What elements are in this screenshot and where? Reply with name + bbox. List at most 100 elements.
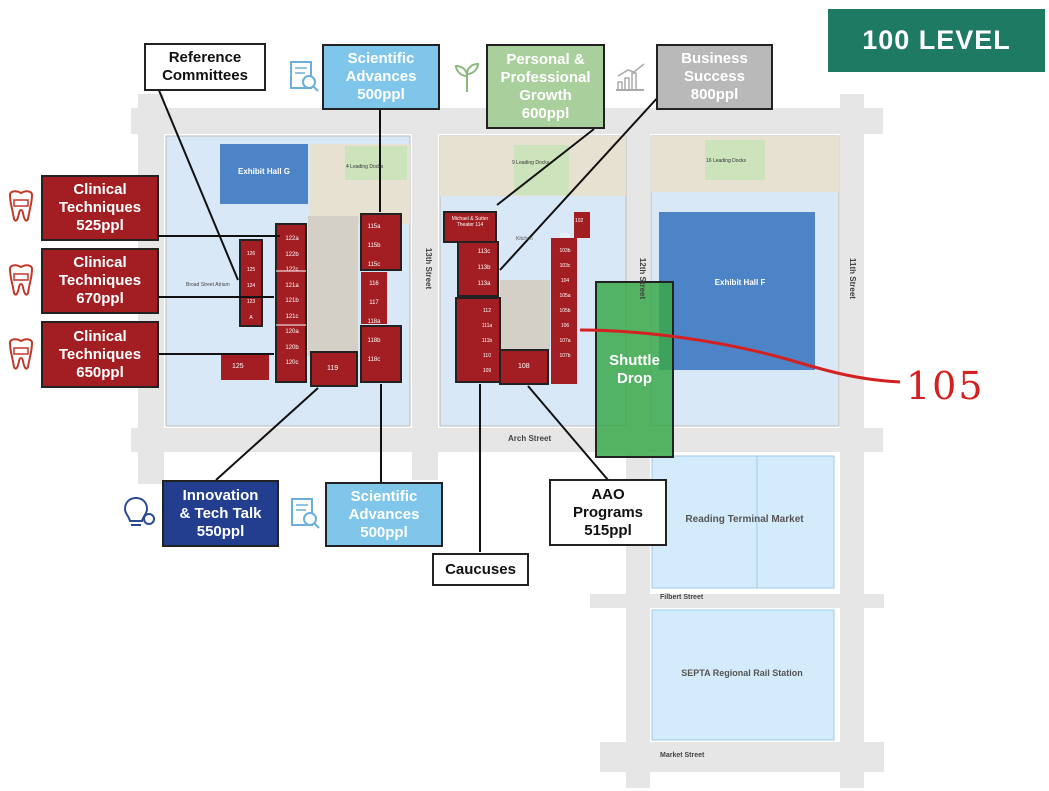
room-122a: 122a [285,236,299,242]
callout-line: AAO [591,485,625,503]
rooms-113: 113c 113b 113a [474,244,494,292]
filbert-street-label: Filbert Street [660,594,704,601]
callout-line: 670ppl [76,290,124,307]
room-122c: 122c [285,267,299,273]
callout-line: 800ppl [690,86,739,103]
room-118c: 118c [367,357,381,363]
callout-line: 500ppl [357,86,405,103]
room-111a: 111a [481,323,493,329]
room-103a: 103a [559,233,571,239]
clinical-techniques-650-callout[interactable]: Clinical Techniques 650ppl [41,321,159,388]
callout-line: Techniques [58,199,142,216]
kitchen-label: Kitchen [516,236,533,242]
room-105b: 105b [559,308,571,314]
room-111b: 111b [481,338,493,344]
room-115b: 115b [367,243,381,249]
street-11-label: 11th Street [847,258,857,299]
callout-line: Success [684,68,745,85]
room-124: 124 [246,283,256,289]
personal-growth-callout[interactable]: Personal & Professional Growth 600ppl [486,44,605,129]
scientific-advances-bottom-callout[interactable]: Scientific Advances 500ppl [325,482,443,547]
callout-line: Growth [519,86,572,104]
leading-docks-16-label: 16 Leading Docks [706,158,747,164]
callout-line: Business [681,50,748,67]
shuttle-drop-label: Shuttle Drop [596,340,673,400]
rooms-123-126: 126 125 124 123 A [244,246,258,326]
room-105a: 105a [559,293,571,299]
room-103b: 103b [559,248,571,254]
callout-line: Advances [345,68,417,85]
theater-label: Michael & Sutter Theater 114 [451,216,489,228]
tooth-braces-icon [8,190,34,222]
room-116: 116 [369,281,379,287]
room-102: 102 [575,214,583,229]
room-112: 112 [483,308,491,314]
leading-docks-9-label: 9 Leading Docks [512,160,550,166]
tooth-braces-icon [8,338,34,370]
reading-terminal-label: Reading Terminal Market [685,514,804,525]
room-105-annotation: 105 [906,364,985,408]
callout-line: Clinical [73,254,127,271]
callout-line: Drop [617,370,652,387]
street-12-label: 12th Street [638,257,648,300]
rooms-102-107: 102 103a 103b 103c 104 105a 105b 106 107… [553,214,583,364]
level-banner: 100 LEVEL [828,9,1045,72]
room-115c: 115c [367,262,381,268]
caucuses-callout[interactable]: Caucuses [432,553,529,586]
callout-line: Techniques [58,272,142,289]
callout-line: Shuttle [609,352,660,369]
broad-street-atrium-label: Broad Street Atrium [186,282,230,288]
callout-line: Programs [572,503,644,521]
callout-line: Committees [162,67,248,84]
room-106: 106 [560,323,570,329]
room-113a: 113a [477,281,491,287]
clinical-techniques-525-callout[interactable]: Clinical Techniques 525ppl [41,175,159,241]
room-115a: 115a [367,224,381,230]
aao-programs-callout[interactable]: AAO Programs 515ppl [549,479,667,546]
callout-line: Scientific [350,487,418,505]
room-113c: 113c [477,249,491,255]
exhibit-hall-f-label: Exhibit Hall F [714,278,766,287]
room-104: 104 [560,278,570,284]
market-street-label: Market Street [660,752,705,759]
growth-chart-icon [616,63,645,91]
rooms-115-118: 115a 115b 115c 116 117 118a 118b 118c [364,218,384,370]
lightbulb-gear-icon [123,496,155,526]
document-search-icon [291,498,320,529]
callout-line: Reference [168,49,242,66]
callout-line: Innovation [182,486,259,504]
room-125-label: 125 [232,363,244,370]
exhibit-hall-g-label: Exhibit Hall G [237,167,290,176]
innovation-tech-talk-callout[interactable]: Innovation & Tech Talk 550ppl [162,480,279,547]
callout-line: 500ppl [360,523,408,541]
callout-line: & Tech Talk [179,504,262,522]
room-118b: 118b [367,338,381,344]
room-108-label: 108 [518,363,530,370]
rooms-109-112: 112 111a 111b 110 109 [476,304,498,379]
room-120c: 120c [285,360,299,366]
room-119-label: 119 [327,365,339,372]
room-118a: 118a [367,319,381,325]
reference-committees-callout[interactable]: Reference Committees [144,43,266,91]
room-120b: 120b [285,344,299,351]
room-120a: 120a [285,329,299,335]
room-107b: 107b [559,353,571,359]
room-123: 123 [246,299,256,305]
scientific-advances-top-callout[interactable]: Scientific Advances 500ppl [322,44,440,110]
callout-line: 515ppl [584,521,632,539]
business-success-callout[interactable]: Business Success 800ppl [656,44,773,110]
clinical-techniques-670-callout[interactable]: Clinical Techniques 670ppl [41,248,159,314]
rooms-121-122: 122a 122b 122c 121a 121b 121c 120a 120b … [282,232,302,372]
street-13-label: 13th Street [424,247,434,290]
tooth-braces-icon [8,264,34,296]
sprout-icon [454,62,480,92]
room-107a: 107a [559,338,571,344]
septa-label: SEPTA Regional Rail Station [681,668,803,678]
room-109: 109 [482,368,492,374]
callout-line: 650ppl [76,363,124,381]
room-121a: 121a [285,282,299,289]
room-126: 126 [246,251,256,257]
callout-line: Professional [500,68,591,86]
